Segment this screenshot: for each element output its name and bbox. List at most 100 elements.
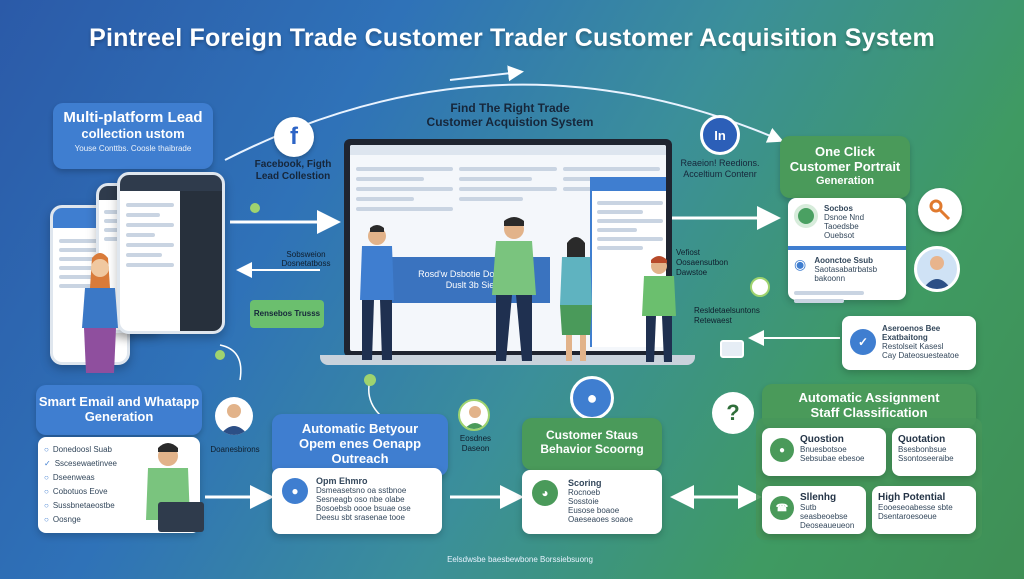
status-card-line: Rocnoeb <box>568 488 601 497</box>
portrait-card-section: Aoonctoe Ssub <box>814 256 873 265</box>
smart-email-item-label: Sscesewaetinvee <box>54 458 117 468</box>
laptop-banner-line2: Duslt 3b Sie <box>445 280 495 290</box>
feature-card-line1: Aseroenos Bee Exatbaitong <box>882 324 941 342</box>
status-scoring-tag: Customer Staus Behavior Scoorng <box>522 418 662 470</box>
node-dot <box>250 203 260 213</box>
outreach-line3: Outreach <box>331 451 389 466</box>
left-mid-note: Sobsweion Dosnetatboss <box>276 250 336 268</box>
assignment-card-sub: Eooeseoabesse sbte <box>878 503 953 512</box>
linkedin-caption-line2: Acceltium Contenr <box>683 169 757 179</box>
status-card-line: Eusose boaoe <box>568 506 620 515</box>
check-badge-icon: ✓ <box>850 329 876 355</box>
smart-email-item-label: Sussbnetaeostbe <box>52 500 115 510</box>
mid-person-avatar <box>458 399 490 431</box>
status-card-line: Oaeseaoes soaoe <box>568 515 633 524</box>
laptop-base <box>320 355 695 365</box>
assignment-card-title: Sllenhg <box>800 492 837 503</box>
assignment-card-title: High Potential <box>878 492 946 503</box>
mid-person-caption: Eosdnes Daseon <box>448 434 503 454</box>
one-click-line1: One Click <box>815 144 875 159</box>
phone-icon: ☎ <box>770 496 794 520</box>
outreach-card-line: Dsmeasetsno oa sstbnoe <box>316 486 407 495</box>
person-figure-man-right <box>642 256 676 362</box>
right-mid-note-3: Dawstoe <box>676 268 708 277</box>
status-line1: Customer Staus <box>545 428 639 442</box>
phone-mockup-front <box>117 172 225 334</box>
outreach-card-title: Opm Ehmro <box>316 476 368 486</box>
smart-email-item-label: Cobotuos Eove <box>52 486 108 496</box>
right-mid-note-1: Vefiost <box>676 248 701 257</box>
small-monitor-icon <box>720 340 744 358</box>
person-avatar <box>215 397 253 435</box>
status-line2: Behavior Scoorng <box>540 442 644 456</box>
smart-email-list-item[interactable]: ○Sussbnetaeostbe <box>44 500 115 510</box>
top-center-line1: Find The Right Trade <box>450 101 570 115</box>
person-figure-man-left <box>360 225 394 360</box>
assignment-card-sub: Bnuesbotsoe <box>800 445 847 454</box>
top-center-heading: Find The Right Trade Customer Acquistion… <box>410 101 610 129</box>
portrait-card-title: Socbos <box>824 204 853 213</box>
smart-email-list-item[interactable]: ○Oosnge <box>44 514 81 524</box>
outreach-line2: Opem enes Oenapp <box>298 436 422 451</box>
customer-portrait-card: Socbos Dsnoe Nnd Taoedsbe Ouebsot ◉ Aoon… <box>788 198 906 303</box>
assignment-card-selling[interactable]: ☎ Sllenhg Sutb seasbeoebse Deoseaueueon <box>762 486 866 534</box>
assignment-line1: Automatic Assignment <box>798 390 940 405</box>
right-mid-note: Vefiost Oosaensutbon Dawstoe <box>676 248 736 278</box>
smart-email-list-item[interactable]: ✓Sscesewaetinvee <box>44 458 117 468</box>
portrait-card-sub2: Ouebsot <box>824 231 855 240</box>
outreach-line1: Automatic Betyour <box>301 421 419 436</box>
facebook-caption-line1: Facebook, Figth <box>254 159 332 170</box>
feature-card-line3: Cay Dateosuesteatoe <box>882 351 959 360</box>
key-icon <box>918 188 962 232</box>
mid-person-caption-2: Daseon <box>461 444 490 453</box>
smart-email-list-item[interactable]: ○Dseenweas <box>44 472 95 482</box>
smart-email-tag: Smart Email and Whatapp Generation <box>36 385 202 435</box>
portrait-card-section-sub: Saotasabatrbatsb bakoonn <box>814 265 878 283</box>
assignment-card-question[interactable]: ● Quostion Bnuesbotsoe Sebsubae ebesoe <box>762 428 886 476</box>
one-click-line2: Customer Portrait <box>789 159 901 174</box>
bottom-caption: Eelsdwsbe baesbewbone Borssiebsuong <box>420 555 620 564</box>
smart-email-item-label: Donedoosl Suab <box>52 444 112 454</box>
person-figure-laptop-user <box>146 443 204 532</box>
person-figure-woman-center <box>560 237 592 361</box>
one-click-portrait-tag: One Click Customer Portrait Generation <box>780 136 910 198</box>
person-avatar-caption-text: Doanesbirons <box>210 445 260 454</box>
outreach-card-line: Deesu sbt srasenae tooe <box>316 513 405 522</box>
status-card-line: Sosstoie <box>568 497 599 506</box>
facebook-caption: Facebook, Figth Lead Collestion <box>238 159 348 183</box>
right-mid-note-2: Oosaensutbon <box>676 258 729 267</box>
right-lower-note-1: Resldetaelsuntons <box>694 306 760 315</box>
status-scoring-card: ◕ Scoring Rocnoeb Sosstoie Eusose boaoe … <box>522 470 662 534</box>
facebook-icon[interactable]: f <box>274 117 314 157</box>
assignment-card-sub: Bsesbonbsue <box>898 445 947 454</box>
linkedin-icon[interactable]: In <box>700 115 740 155</box>
left-mid-note-1: Sobsweion <box>286 250 326 259</box>
node-dot <box>364 374 376 386</box>
facebook-caption-line2: Lead Collestion <box>255 171 331 182</box>
portrait-badge-icon <box>794 204 818 228</box>
smart-email-line1: Smart Email and Whatapp <box>38 394 200 409</box>
smart-email-list-item[interactable]: ○Donedoosl Suab <box>44 444 112 454</box>
location-pin-icon: ● <box>282 478 308 504</box>
feature-card-line2: Restolseit Kasesl <box>882 342 944 351</box>
portrait-card-sub1: Dsnoe Nnd Taoedsbe <box>824 213 865 231</box>
multi-platform-lead-tag: Multi-platform Lead collection ustom You… <box>53 103 213 169</box>
microphone-icon: ● <box>570 376 614 420</box>
person-avatar-caption: Doanesbirons <box>200 445 270 454</box>
outreach-tag: Automatic Betyour Opem enes Oenapp Outre… <box>272 414 448 476</box>
page-title: Pintreel Foreign Trade Customer Trader C… <box>89 24 935 52</box>
green-mid-tag: Rensebos Trusss <box>250 300 324 328</box>
multi-platform-note: Youse Conttbs. Coosle thaibrade <box>74 144 192 153</box>
laptop-banner-line1: Rosd'w Dsbotie Doeotuoe <box>418 269 522 279</box>
outreach-card-line: Bosoebsb oooe bsuae ose <box>316 504 411 513</box>
multi-platform-subtitle: collection ustom <box>81 126 185 141</box>
mid-person-caption-1: Eosdnes <box>459 434 492 443</box>
linkedin-caption: Reaeion! Reedions. Acceltium Contenr <box>664 158 776 180</box>
node-dot <box>215 350 225 360</box>
bottom-caption-text: Eelsdwsbe baesbewbone Borssiebsuong <box>447 555 593 564</box>
assignment-card-quotation[interactable]: Quotation Bsesbonbsue Ssontoseeraibe <box>892 428 976 476</box>
smart-email-list-item[interactable]: ○Cobotuos Eove <box>44 486 108 496</box>
question-icon: ? <box>712 392 754 434</box>
assignment-card-high-potential[interactable]: High Potential Eooeseoabesse sbte Dsenta… <box>872 486 976 534</box>
assignment-card-title: Quostion <box>800 434 844 445</box>
